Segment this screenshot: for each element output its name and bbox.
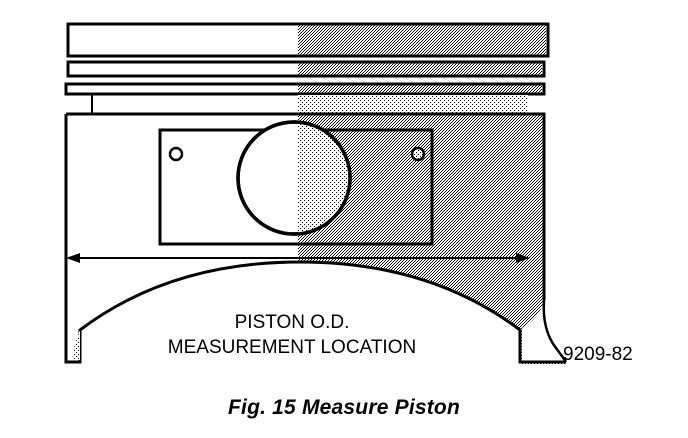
piston-ring-1 xyxy=(66,60,546,78)
figure-code: 9209-82 xyxy=(563,344,633,365)
measurement-label-line2: MEASUREMENT LOCATION xyxy=(168,337,416,358)
ring-land-gap xyxy=(91,94,528,114)
left-bolt-hole xyxy=(168,146,184,162)
piston-ring-2 xyxy=(64,82,546,96)
measurement-arrow xyxy=(66,253,530,263)
measurement-label-line1: PISTON O.D. xyxy=(235,312,350,333)
wrist-pin-bore xyxy=(236,120,352,236)
right-bolt-hole xyxy=(410,146,426,162)
piston-crown xyxy=(66,22,550,58)
figure-caption: Fig. 15 Measure Piston xyxy=(228,396,460,419)
